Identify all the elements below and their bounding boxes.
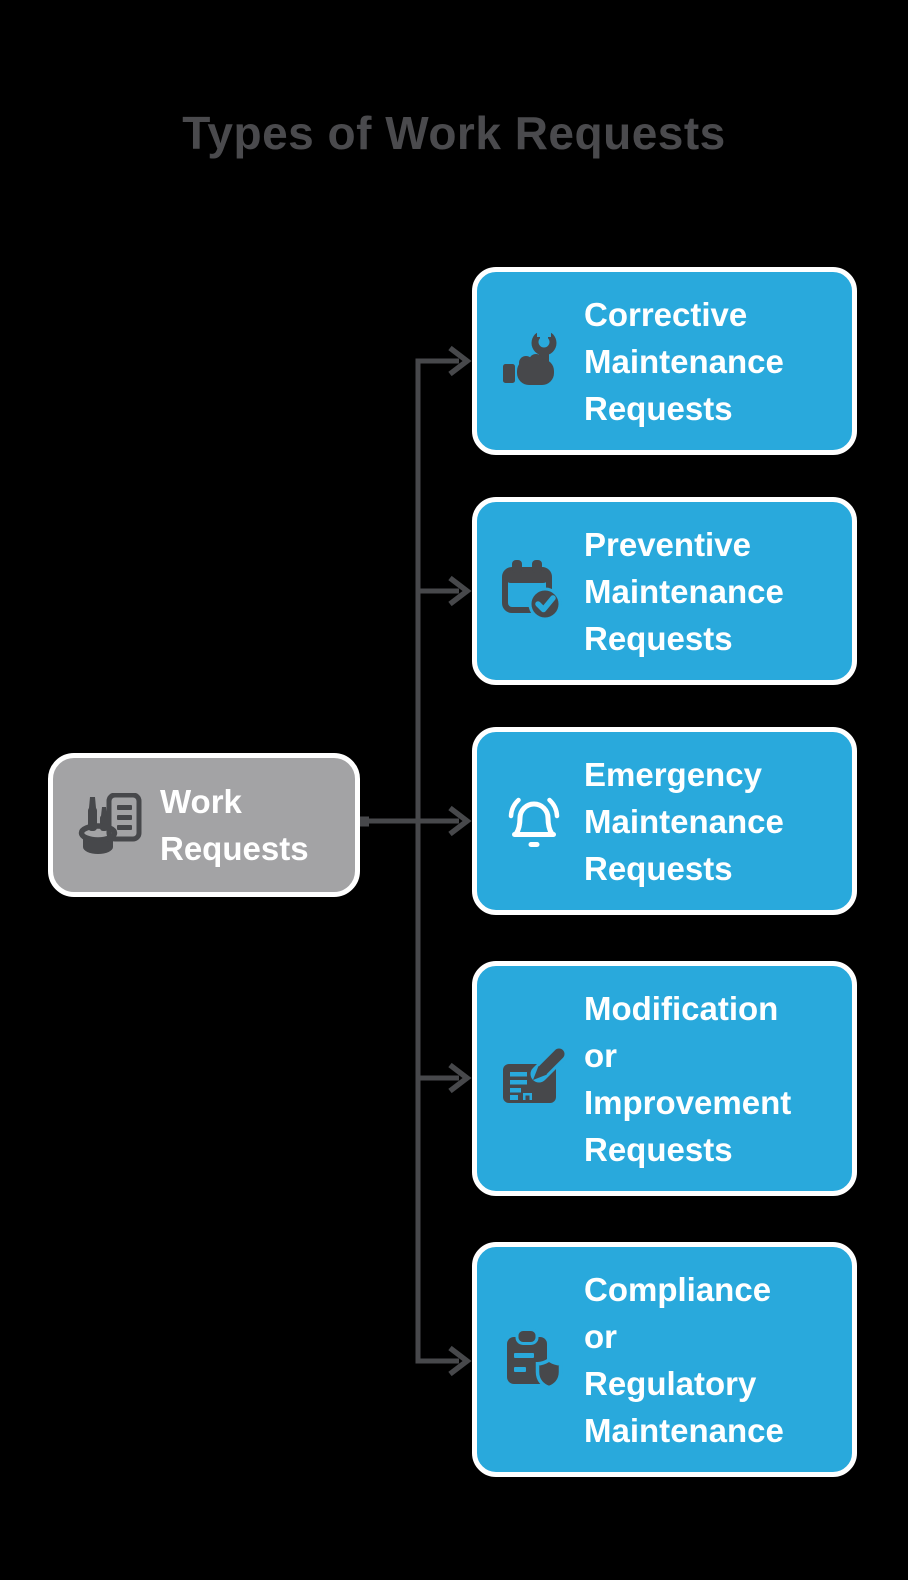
pen-holder-document-icon [75,793,145,857]
node-work-requests: Work Requests [48,753,360,897]
node-label: Emergency Maintenance Requests [584,755,784,887]
node-label: Modification or Improvement Requests [584,989,792,1168]
arrowhead-2 [448,575,472,607]
node-preventive-maintenance: Preventive Maintenance Requests [472,497,857,685]
arrowhead-1 [448,345,472,377]
node-label: Corrective Maintenance Requests [584,295,784,427]
clipboard-shield-icon [499,1327,569,1392]
node-label: Work Requests [160,783,309,867]
arrowhead-5 [448,1345,472,1377]
form-pencil-icon [499,1046,569,1111]
diagram-title: Types of Work Requests [182,107,726,159]
calendar-check-icon [499,559,569,623]
node-label: Preventive Maintenance Requests [584,525,784,657]
node-emergency-maintenance: Emergency Maintenance Requests [472,727,857,915]
alarm-bell-icon [499,789,569,853]
node-corrective-maintenance: Corrective Maintenance Requests [472,267,857,455]
node-modification-improvement: Modification or Improvement Requests [472,961,857,1196]
hand-holding-wrench-icon [499,329,569,393]
node-label: Compliance or Regulatory Maintenance [584,1270,784,1449]
node-compliance-regulatory: Compliance or Regulatory Maintenance [472,1242,857,1477]
arrowhead-3 [448,805,472,837]
arrowhead-4 [448,1062,472,1094]
